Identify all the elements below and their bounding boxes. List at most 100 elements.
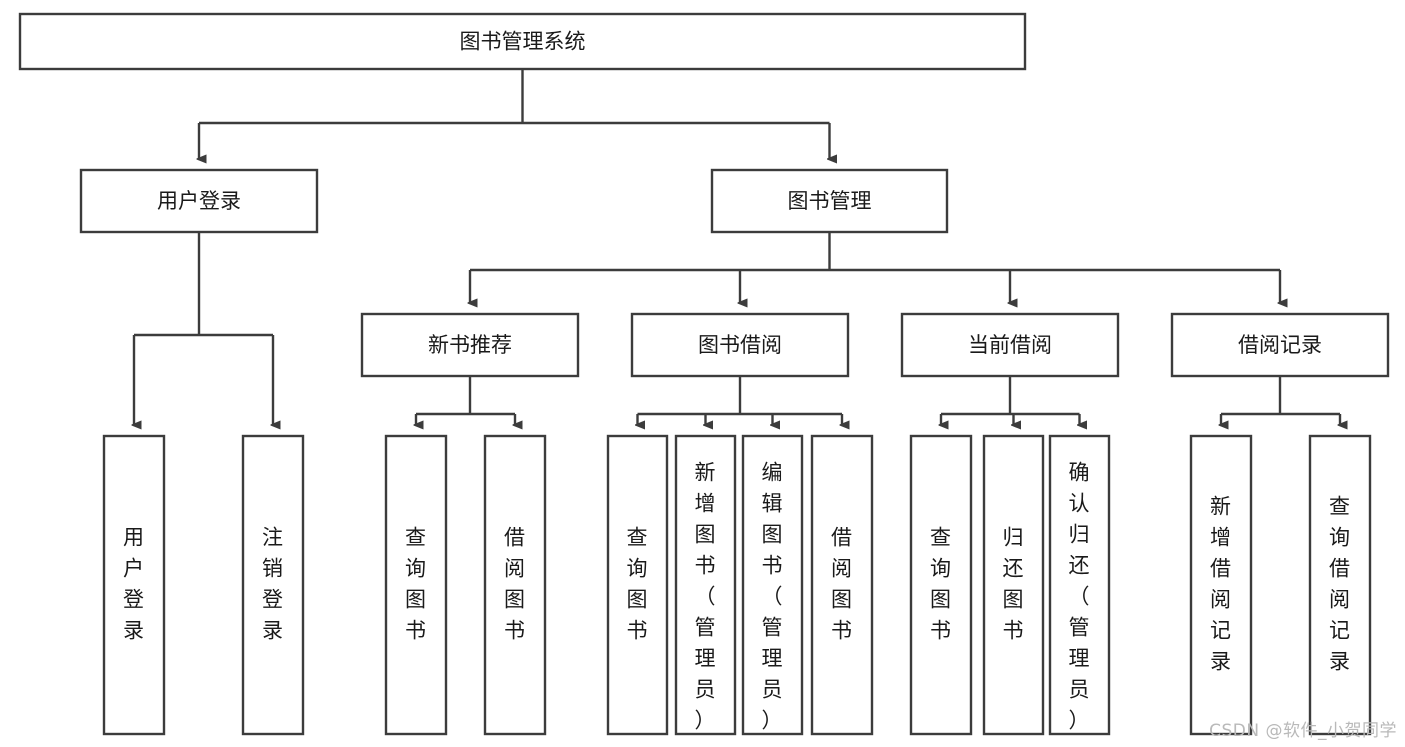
node-label-char: 还	[1003, 557, 1025, 581]
node-label-char: 用	[123, 526, 145, 550]
node-label-char: 图	[627, 588, 649, 612]
node-label-char: 图	[504, 588, 526, 612]
node-label: 图书管理系统	[460, 30, 586, 54]
node-label-char: 书	[831, 619, 853, 643]
node-label-char: 录	[262, 619, 284, 643]
node-label-char: 图	[405, 588, 427, 612]
node-label-char: 书	[1003, 619, 1025, 643]
node-label: 当前借阅	[968, 333, 1052, 357]
node-label-char: 询	[930, 557, 952, 581]
node-label-char: 理	[1069, 647, 1091, 671]
node-label-char: 阅	[1329, 588, 1351, 612]
node-label-char: 查	[405, 526, 427, 550]
node-label: 新书推荐	[428, 333, 512, 357]
node-label-char: 员	[762, 678, 784, 702]
node-label-char: 新	[695, 461, 717, 485]
node-label-char: 查	[1329, 495, 1351, 519]
node-label-char: 书	[762, 554, 784, 578]
node-label-char: 管	[695, 616, 717, 640]
node-label-char: 询	[1329, 526, 1351, 550]
node-label-char: 注	[262, 526, 284, 550]
node-label-char: 询	[627, 557, 649, 581]
node-label-char: 询	[405, 557, 427, 581]
node-label-char: 管	[762, 616, 784, 640]
node-layer: 图书管理系统用户登录图书管理新书推荐图书借阅当前借阅借阅记录用户登录注销登录查询…	[18, 12, 1390, 736]
node-label-char: 新	[1210, 495, 1232, 519]
node-label-char: 认	[1069, 492, 1091, 516]
node-label-char: 查	[930, 526, 952, 550]
node-label-char: 图	[1003, 588, 1025, 612]
node-label-char: 阅	[831, 557, 853, 581]
node-label-char: 图	[930, 588, 952, 612]
node-label: 图书借阅	[698, 333, 782, 357]
node-label-char: 归	[1003, 526, 1025, 550]
node-label: 借阅记录	[1238, 333, 1322, 357]
node-label-char: 户	[123, 557, 145, 581]
node-label-char: 增	[1210, 526, 1232, 550]
node-label-char: 还	[1069, 554, 1091, 578]
node-label-char: 图	[831, 588, 853, 612]
node-label-char: 借	[831, 526, 853, 550]
node-label-char: 记	[1210, 619, 1232, 643]
node-label-char: 借	[1210, 557, 1232, 581]
node-user-login[interactable]: 用户登录	[79, 168, 319, 234]
node-label: 图书管理	[788, 189, 872, 213]
node-label-char: ）	[695, 709, 717, 733]
node-label-char: （	[695, 585, 717, 609]
node-label-char: 书	[504, 619, 526, 643]
node-label-char: 理	[762, 647, 784, 671]
node-label-char: 书	[930, 619, 952, 643]
node-label-char: 增	[695, 492, 717, 516]
node-label-char: 借	[1329, 557, 1351, 581]
node-label-char: ）	[1069, 709, 1091, 733]
node-leaf-user-login[interactable]: 用户登录	[102, 434, 166, 736]
node-label-char: 登	[123, 588, 145, 612]
node-label-char: 图	[762, 523, 784, 547]
node-label-char: 录	[1210, 650, 1232, 674]
node-label-char: 登	[262, 588, 284, 612]
node-label-char: 书	[695, 554, 717, 578]
node-label-char: 辑	[762, 492, 784, 516]
node-label-char: 阅	[504, 557, 526, 581]
node-label-char: 归	[1069, 523, 1091, 547]
connector-layer	[134, 69, 1340, 425]
node-label-char: ）	[762, 709, 784, 733]
node-label-char: （	[762, 585, 784, 609]
node-current-borrow[interactable]: 当前借阅	[900, 312, 1120, 378]
node-label-char: 借	[504, 526, 526, 550]
node-label-char: 销	[262, 557, 284, 581]
node-label-char: 阅	[1210, 588, 1232, 612]
node-borrow-record[interactable]: 借阅记录	[1170, 312, 1390, 378]
node-label: 用户登录	[157, 189, 241, 213]
node-root[interactable]: 图书管理系统	[18, 12, 1027, 71]
node-new-book-recommend[interactable]: 新书推荐	[360, 312, 580, 378]
node-label-char: 录	[1329, 650, 1351, 674]
node-label-char: 查	[627, 526, 649, 550]
node-label-char: 确	[1069, 461, 1091, 485]
node-label-char: 录	[123, 619, 145, 643]
node-label-char: 书	[627, 619, 649, 643]
node-book-borrow[interactable]: 图书借阅	[630, 312, 850, 378]
node-label-char: 编	[762, 461, 784, 485]
node-label-char: 管	[1069, 616, 1091, 640]
node-label-char: 员	[1069, 678, 1091, 702]
node-label-char: 理	[695, 647, 717, 671]
node-book-manage[interactable]: 图书管理	[710, 168, 949, 234]
node-label-char: 员	[695, 678, 717, 702]
node-label-char: （	[1069, 585, 1091, 609]
node-label-char: 图	[695, 523, 717, 547]
